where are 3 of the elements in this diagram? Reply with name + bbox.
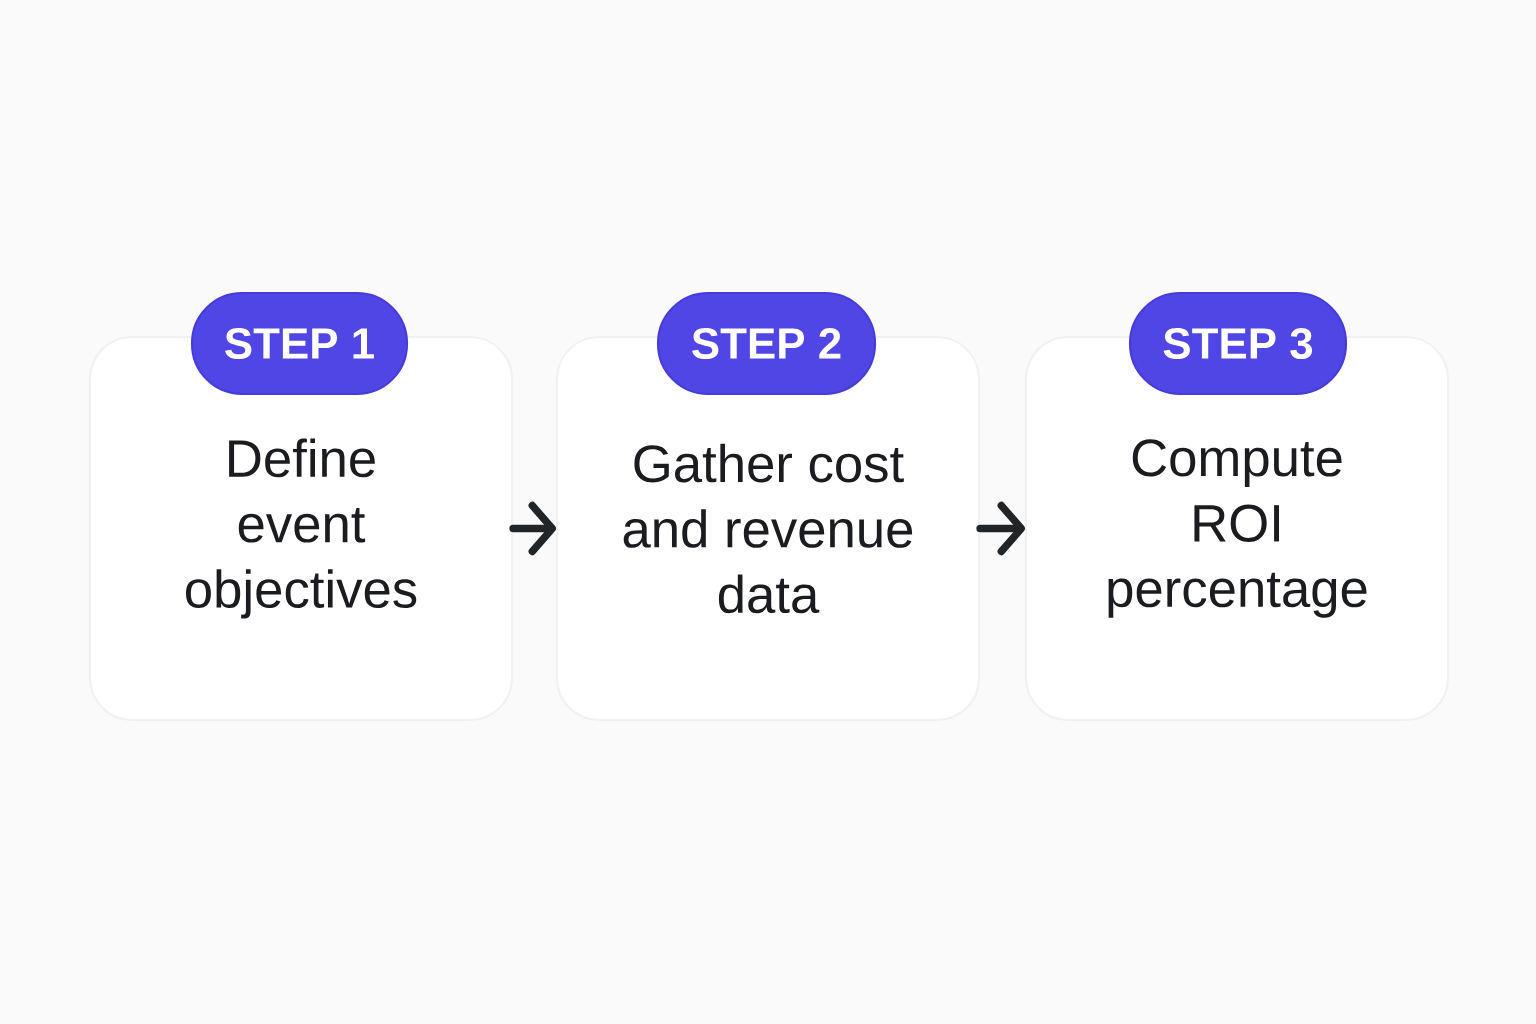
step-badge: STEP 2 xyxy=(656,291,877,396)
step-badge: STEP 1 xyxy=(190,291,409,396)
step-badge: STEP 3 xyxy=(1128,291,1348,396)
